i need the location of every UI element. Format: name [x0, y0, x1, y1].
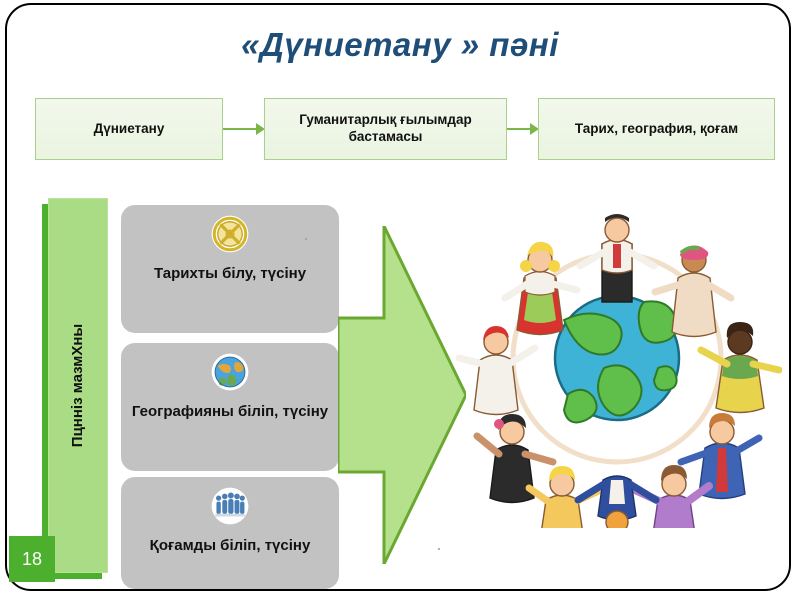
connector-head [530, 123, 539, 135]
flow-box-2[interactable]: Гуманитарлық ғылымдар бастамасы [264, 98, 507, 160]
gold-medallion-icon [211, 215, 249, 253]
people-group-icon [211, 487, 249, 525]
flow-box-1[interactable]: Дүниетану [35, 98, 223, 160]
page-title: «Дүниетану » пәні [241, 26, 559, 63]
arrow-right-icon [223, 122, 267, 136]
globe-icon [211, 353, 249, 391]
page-number-badge: 18 [21, 548, 43, 569]
artifact-dot [305, 238, 307, 240]
card-history-label: Тарихты білу, түсіну [153, 265, 307, 282]
page-number-shadow [9, 536, 55, 582]
arrow-right-icon-2 [507, 122, 541, 136]
connector-head [256, 123, 265, 135]
content-bar-label: Пцнніз мазмХны [69, 323, 87, 448]
card-history[interactable]: Тарихты білу, түсіну [121, 205, 339, 333]
flow-box-3-label: Тарих, география, қоғам [574, 120, 739, 136]
card-geography[interactable]: Географияны біліп, түсіну [121, 343, 339, 471]
flow-box-3[interactable]: Тарих, география, қоғам [538, 98, 775, 160]
children-around-globe-illustration [455, 214, 782, 528]
big-arrow-right-icon [338, 226, 466, 564]
card-society[interactable]: Қоғамды біліп, түсіну [121, 477, 339, 589]
flow-box-1-label: Дүниетану [93, 120, 165, 136]
earth-globe [553, 294, 681, 424]
connector-shaft [223, 128, 258, 130]
artifact-dot-2 [438, 548, 440, 550]
card-geography-label: Географияны біліп, түсіну [131, 403, 329, 420]
card-society-label: Қоғамды біліп, түсіну [149, 537, 311, 554]
flow-box-2-label: Гуманитарлық ғылымдар бастамасы [299, 112, 472, 144]
children-ring [455, 214, 782, 528]
content-bar: Пцнніз мазмХны [48, 198, 108, 573]
connector-shaft [507, 128, 532, 130]
